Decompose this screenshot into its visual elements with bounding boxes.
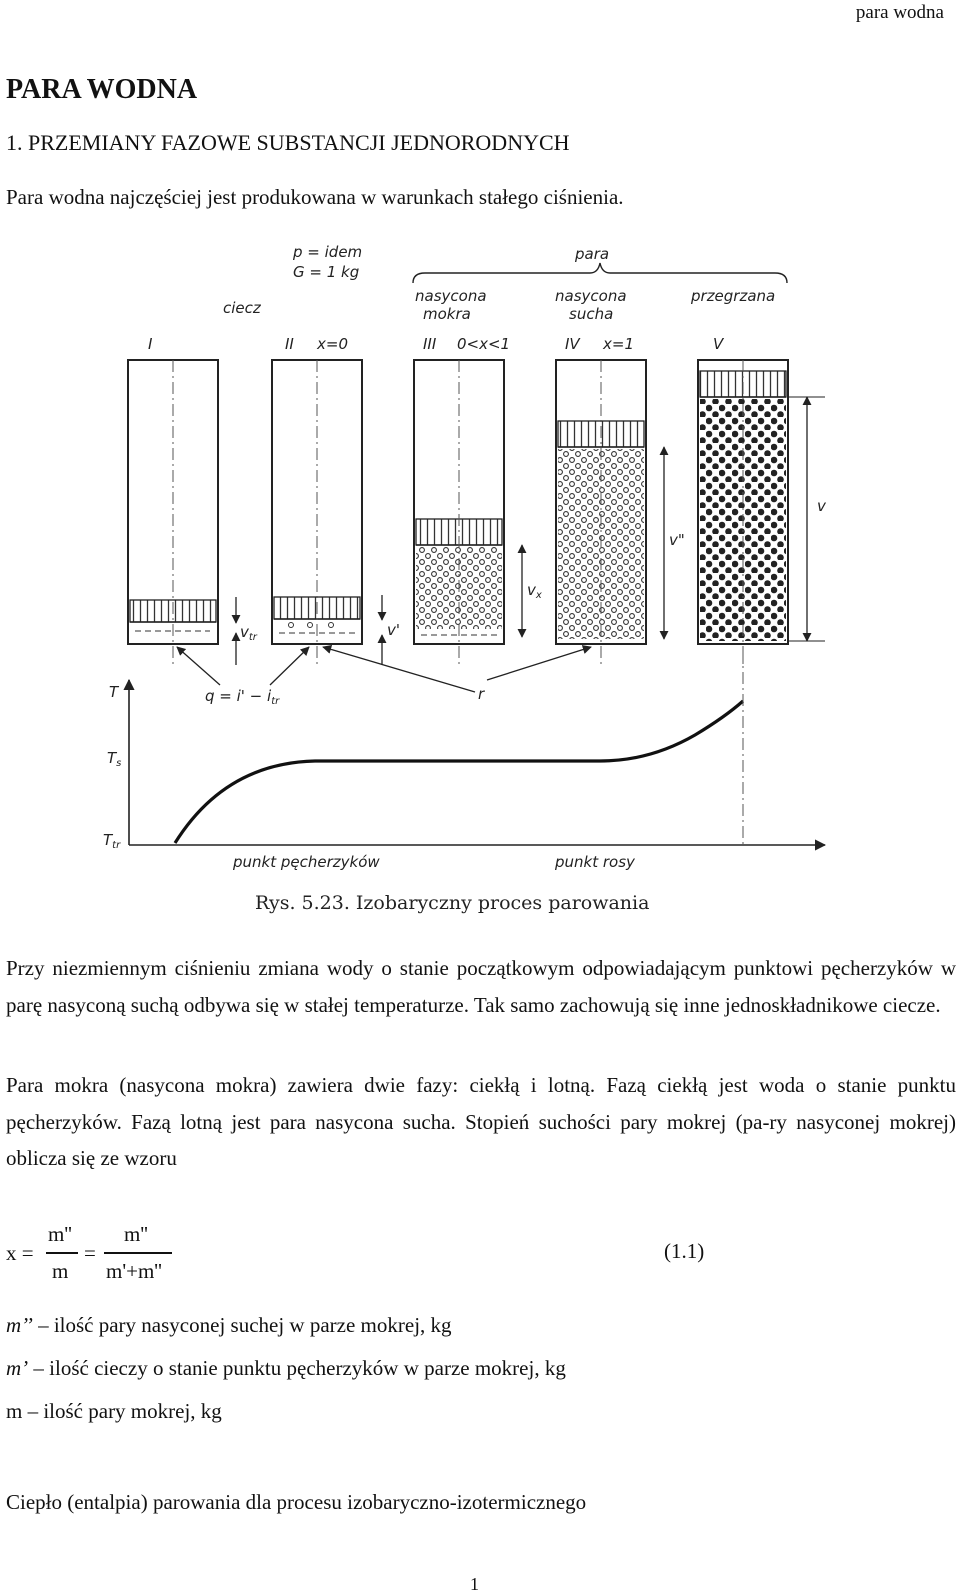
fraction-line-1 [46,1252,78,1254]
wet-label-1: nasycona [415,287,487,305]
wet-label-2: mokra [423,305,471,323]
state-cond-3: 0<x<1 [457,335,510,353]
equation-lhs: x = [6,1241,34,1265]
axis-ts-label: Ts [107,749,121,769]
state-roman-2: II [285,335,294,353]
definition-m-double: m’’ – ilość pary nasyconej suchej w parz… [6,1313,452,1337]
definition-m: m – ilość pary mokrej, kg [6,1399,222,1423]
equation-num2: m'' [124,1222,148,1246]
state-roman-1: I [148,335,153,353]
paragraph-1: Przy niezmiennym ciśnieniu zmiana wody o… [6,956,956,1017]
vol-v: v [817,497,827,515]
running-header: para wodna [855,2,944,23]
vapor-label: para [574,245,609,263]
heat-paragraph: Ciepło (entalpia) parowania dla procesu … [6,1490,587,1514]
vol-vdd: v" [669,531,685,549]
heat-q-label: q = i' − itr [205,687,280,707]
cylinder-4 [555,359,647,665]
axis-t-label: T [109,683,120,701]
page-number: 1 [470,1574,479,1594]
paragraph-2: Para mokra (nasycona mokra) zawiera dwie… [6,1073,956,1170]
vol-vx: vx [527,581,542,601]
vol-vprime: v' [387,621,400,639]
dry-label-1: nasycona [555,287,627,305]
heat-q-arrow-left [176,646,221,686]
state-cond-2: x=0 [316,335,348,353]
axis-ttr-label: Ttr [103,831,121,851]
heat-r-arrow-left [322,644,476,693]
dry-label-2: sucha [569,305,613,323]
vol-vtr: vtr [240,623,258,643]
bubble-point-label: punkt pęcherzyków [232,853,380,871]
state-roman-5: V [713,335,725,353]
section-heading: 1. PRZEMIANY FAZOWE SUBSTANCJI JEDNORODN… [6,130,570,155]
state-roman-4: IV [565,335,581,353]
temperature-curve [173,699,745,844]
liquid-label: ciecz [223,299,262,317]
heat-r-label: r [478,685,485,703]
mass-condition: G = 1 kg [293,263,359,281]
state-roman-3: III [423,335,437,353]
cylinder-3 [413,359,505,665]
page-title: PARA WODNA [6,74,198,105]
superheated-label: przegrzana [690,287,775,305]
cylinder-2 [271,359,363,665]
equation-den2: m'+m'' [106,1259,162,1283]
definition-m-prime: m’ – ilość cieczy o stanie punktu pęcher… [6,1356,566,1380]
pressure-condition: p = idem [292,243,362,261]
figure-caption: Rys. 5.23. Izobaryczny proces parowania [255,892,649,914]
cylinder-5 [697,359,789,665]
intro-paragraph: Para wodna najczęściej jest produkowana … [6,185,624,209]
equation-eq2: = [84,1241,96,1265]
fraction-line-2 [104,1252,172,1254]
dew-point-label: punkt rosy [554,853,636,871]
equation-number: (1.1) [664,1239,705,1263]
heat-q-arrow-right [269,646,310,686]
equation-den1: m [52,1259,69,1283]
equation-num1: m'' [48,1222,72,1246]
vapor-brace [412,262,788,284]
state-cond-4: x=1 [602,335,634,353]
cylinder-1 [127,359,219,665]
isobaric-process-figure: p = idem G = 1 kg para ciecz nasycona mo… [103,243,827,914]
heat-r-arrow-right [486,645,592,681]
